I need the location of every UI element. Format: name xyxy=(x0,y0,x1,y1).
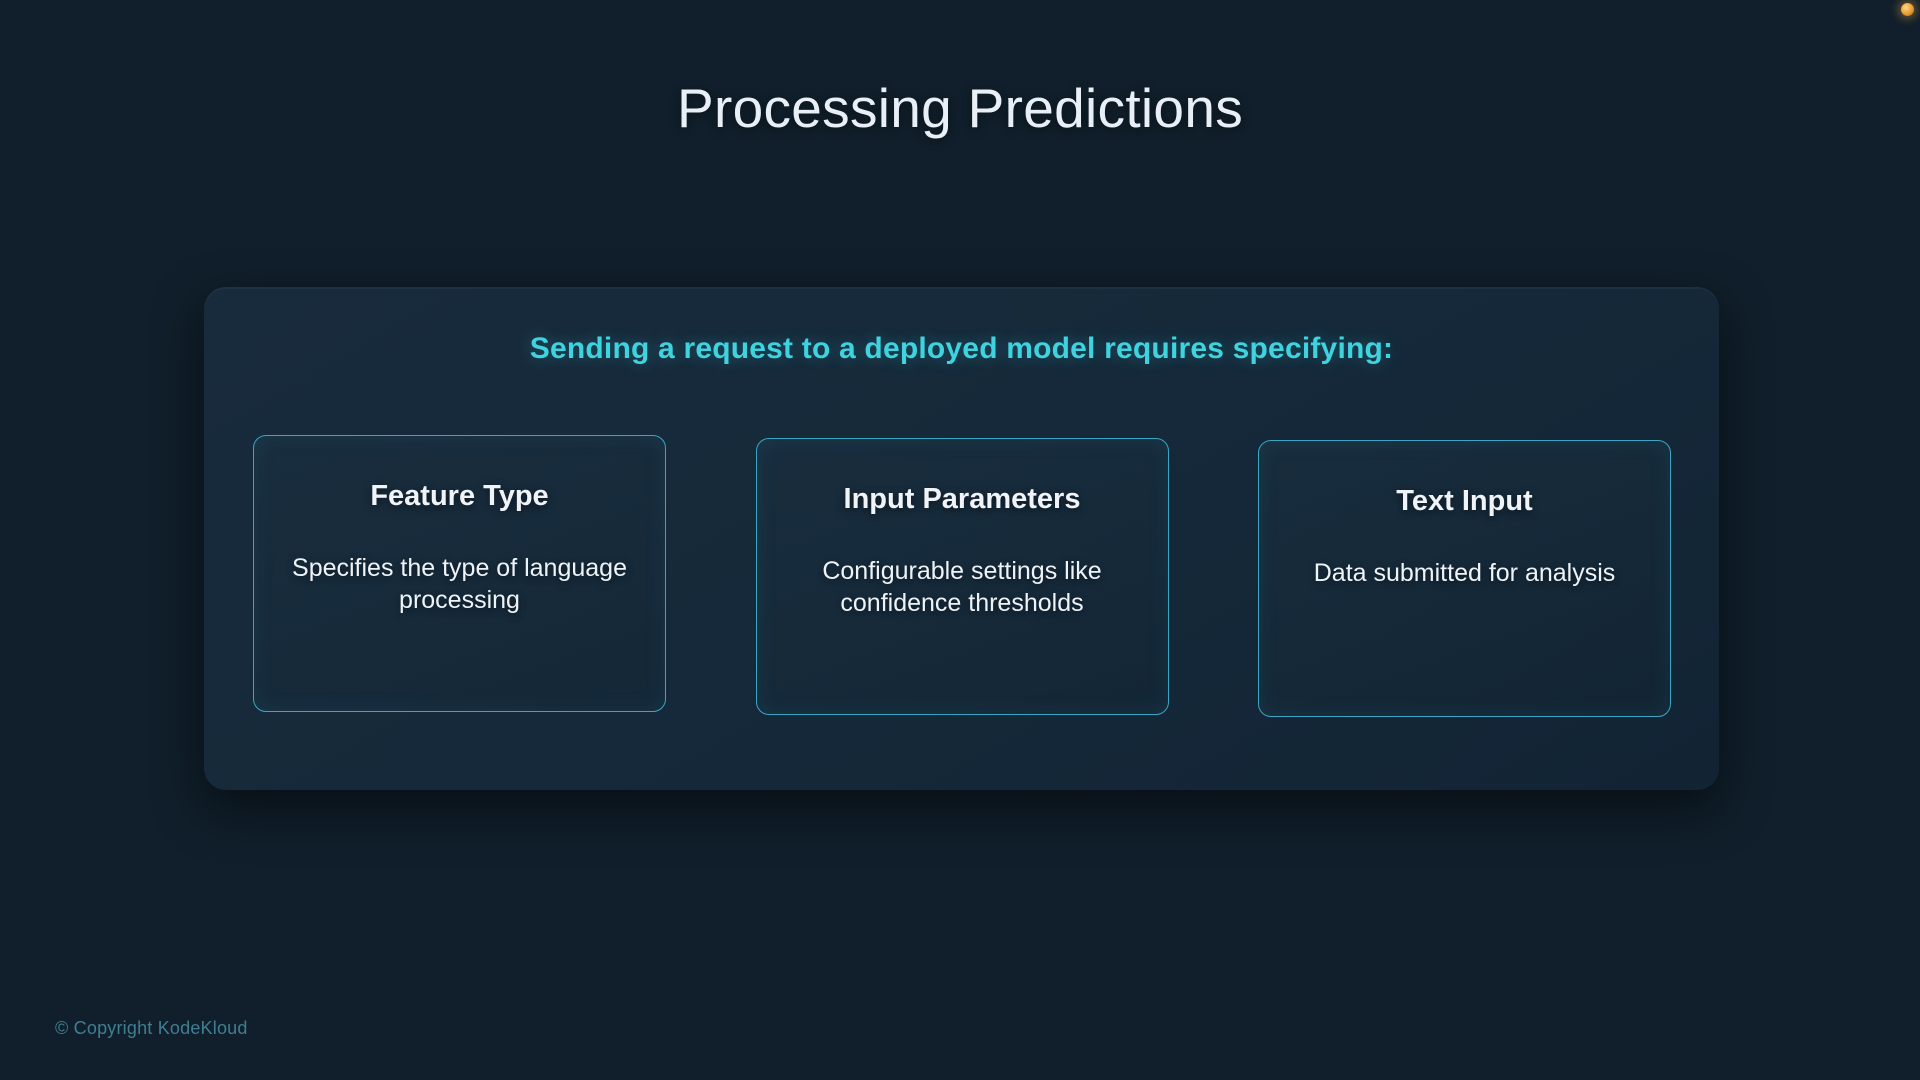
card-title: Feature Type xyxy=(370,480,549,512)
card-input-parameters[interactable]: Input Parameters Configurable settings l… xyxy=(755,438,1169,715)
amber-indicator-dot xyxy=(1901,3,1914,16)
content-panel: Sending a request to a deployed model re… xyxy=(204,287,1719,790)
page-title: Processing Predictions xyxy=(676,77,1244,139)
card-feature-type[interactable]: Feature Type Specifies the type of langu… xyxy=(253,435,666,712)
card-title: Text Input xyxy=(1396,485,1533,517)
footer-copyright: © Copyright KodeKloud xyxy=(55,1018,248,1038)
panel-heading: Sending a request to a deployed model re… xyxy=(529,332,1394,365)
card-text-input[interactable]: Text Input Data submitted for analysis xyxy=(1258,440,1671,717)
card-description: Specifies the type of language processin… xyxy=(292,554,627,615)
card-description: Configurable settings like confidence th… xyxy=(822,557,1102,618)
card-description: Data submitted for analysis xyxy=(1313,559,1616,587)
card-title: Input Parameters xyxy=(843,483,1081,515)
card-row: Feature Type Specifies the type of langu… xyxy=(253,435,1671,717)
